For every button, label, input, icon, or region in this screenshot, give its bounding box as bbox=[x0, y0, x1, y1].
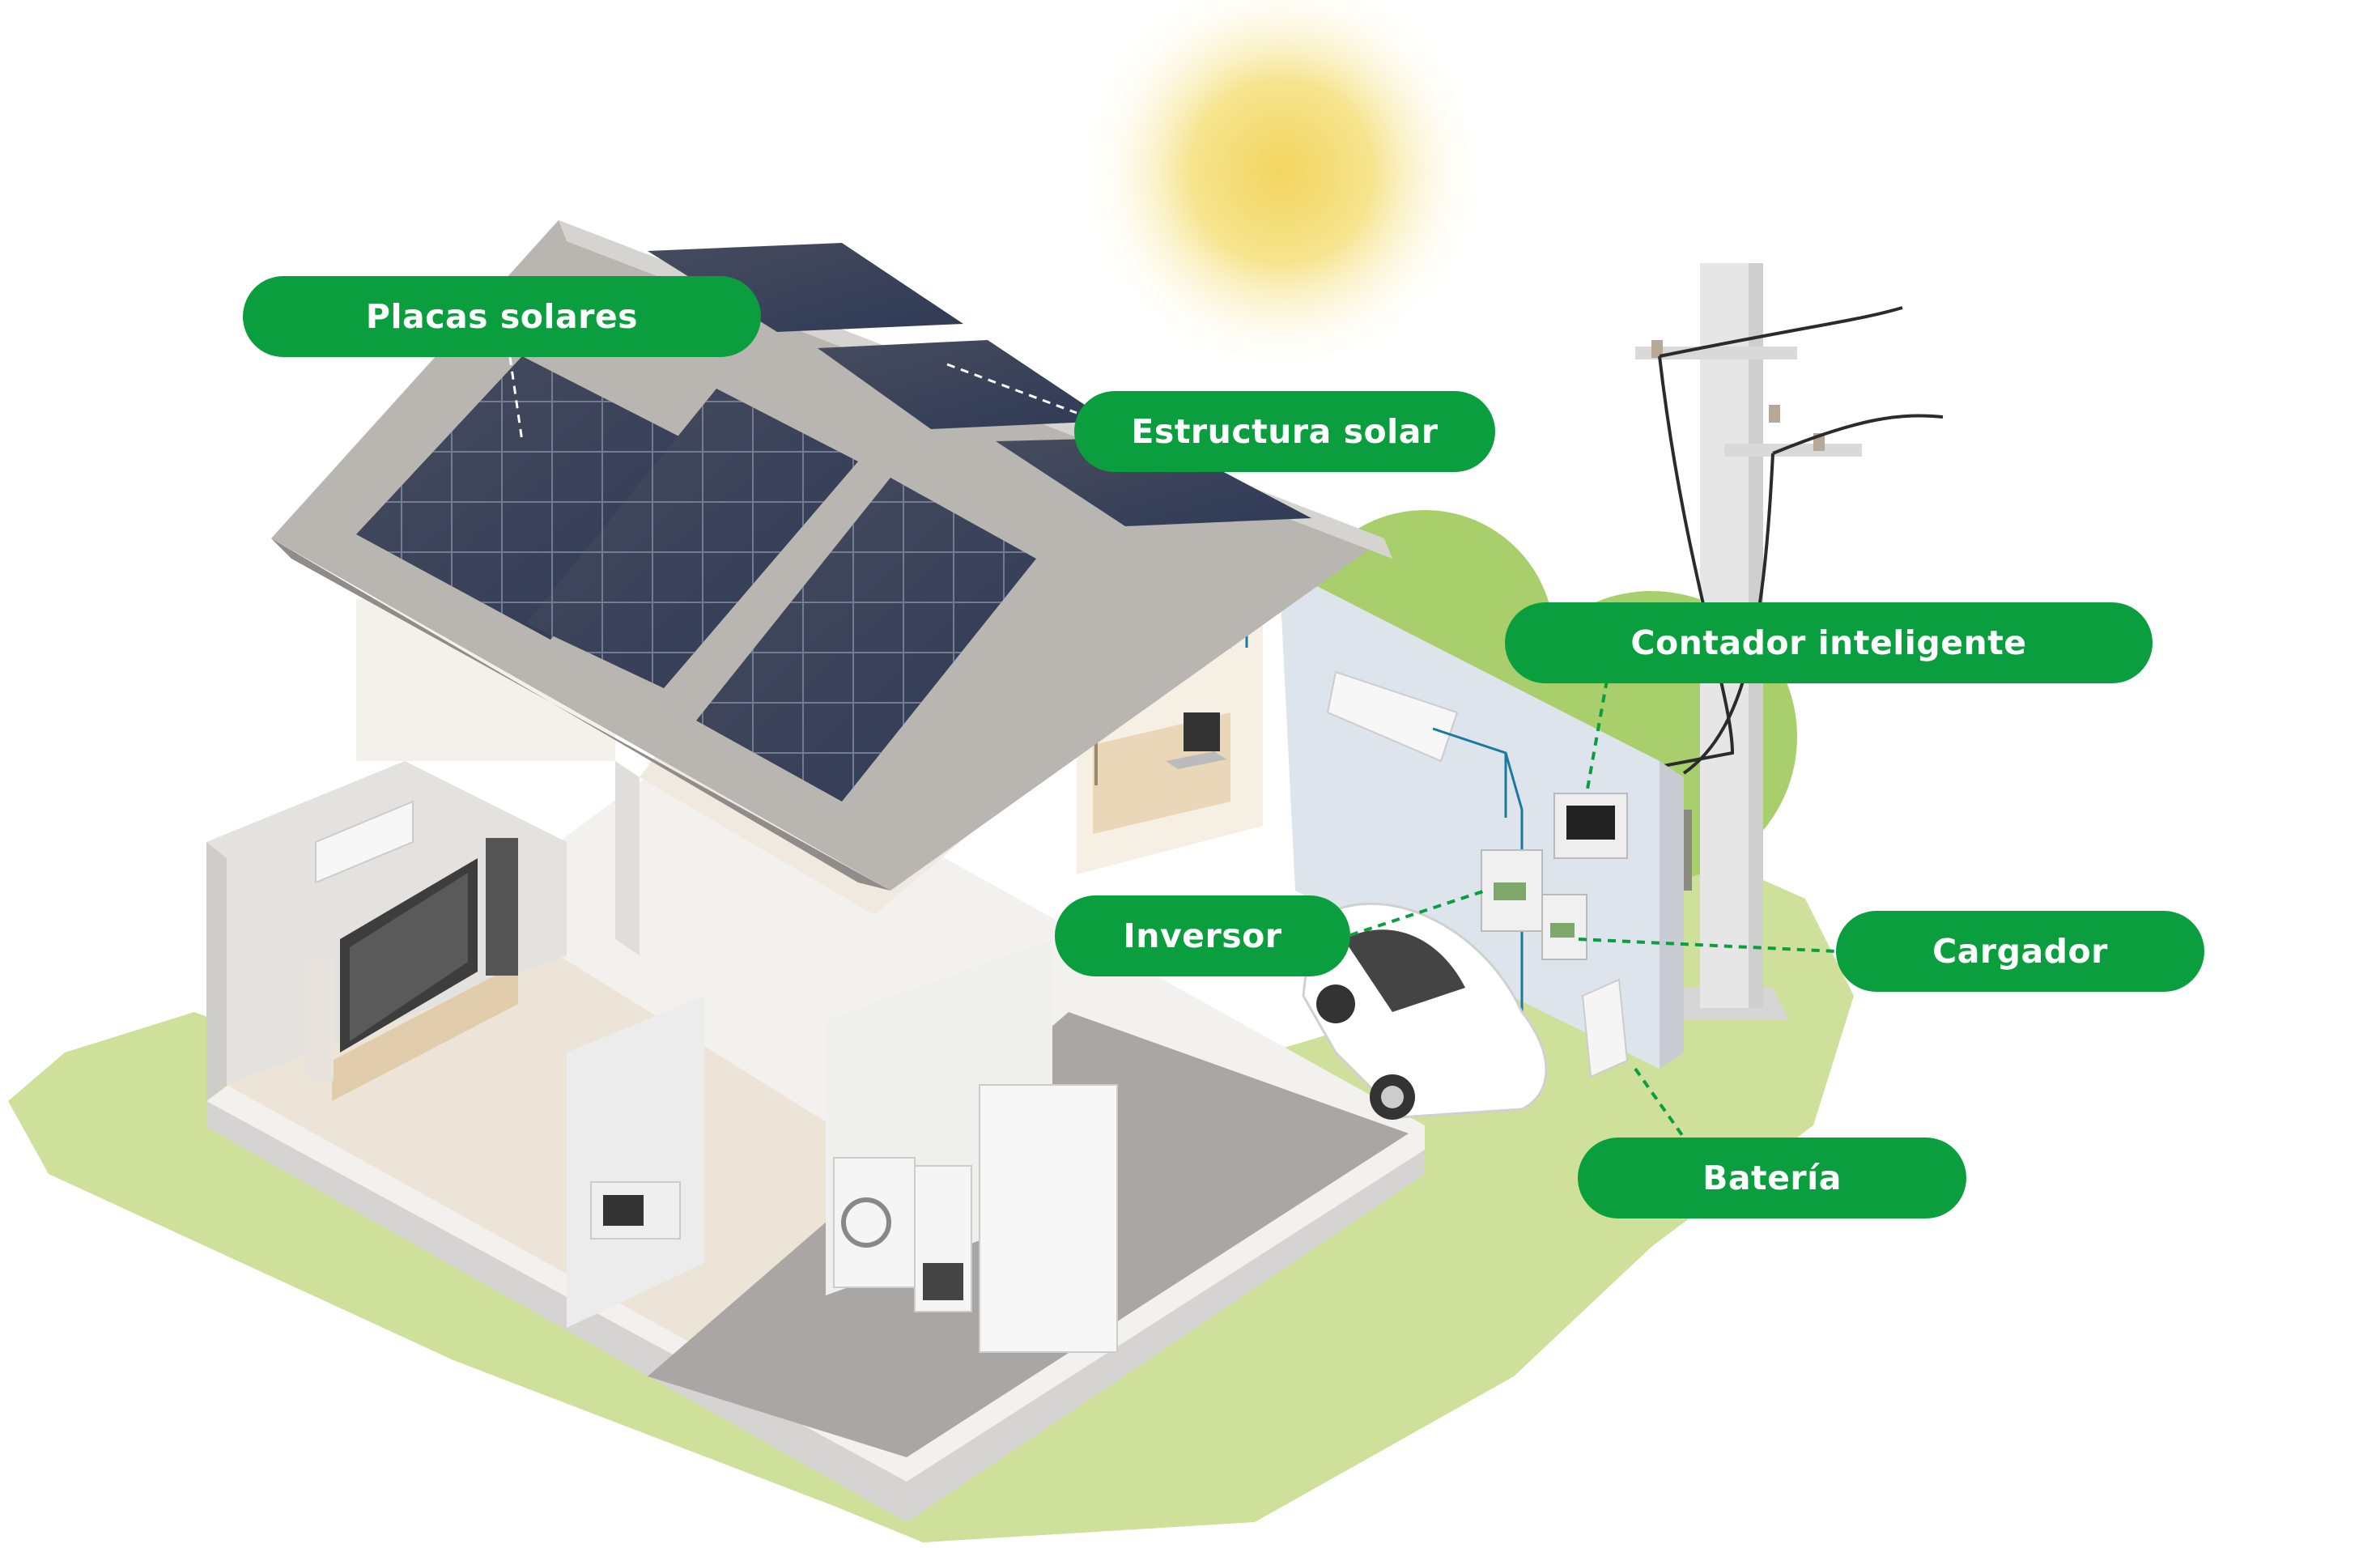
sun-icon bbox=[1079, 0, 1484, 374]
label-estructura-solar-text: Estructura solar bbox=[1131, 412, 1439, 451]
back-solar-panels bbox=[648, 243, 1311, 526]
label-bateria-text: Batería bbox=[1702, 1159, 1842, 1197]
car-icon bbox=[1302, 902, 1548, 1120]
label-placas-solares-text: Placas solares bbox=[365, 297, 639, 336]
house-illustration bbox=[206, 220, 1684, 1522]
solar-panels bbox=[356, 356, 1036, 802]
label-estructura-solar: Estructura solar bbox=[1074, 391, 1495, 472]
connector-lines-green bbox=[1349, 679, 1837, 1139]
label-cargador-text: Cargador bbox=[1932, 932, 2108, 971]
charger-icon bbox=[1541, 894, 1587, 960]
battery-icon bbox=[1581, 978, 1629, 1078]
label-inversor-text: Inversor bbox=[1123, 916, 1282, 955]
label-contador-inteligente: Contador inteligente bbox=[1505, 602, 2153, 683]
label-placas-solares: Placas solares bbox=[243, 276, 761, 357]
label-inversor: Inversor bbox=[1055, 895, 1350, 976]
inverter-icon bbox=[1481, 849, 1543, 932]
label-cargador: Cargador bbox=[1836, 911, 2204, 992]
smart-meter-icon bbox=[1553, 793, 1628, 859]
label-contador-inteligente-text: Contador inteligente bbox=[1630, 623, 2027, 662]
label-bateria: Batería bbox=[1578, 1138, 1966, 1218]
